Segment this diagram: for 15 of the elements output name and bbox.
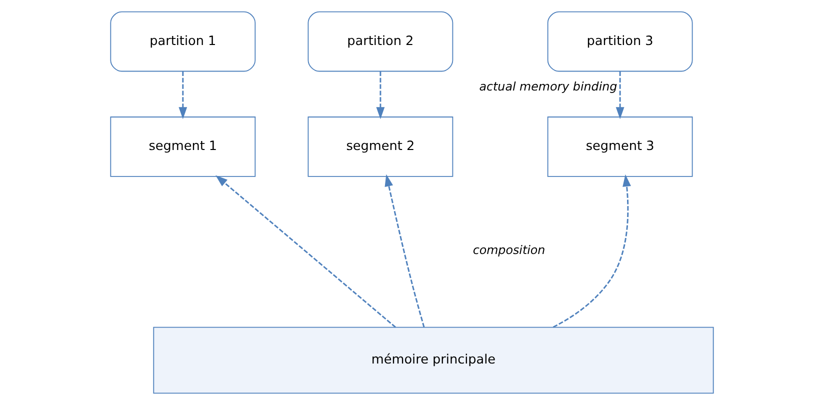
arrow [178,72,187,120]
arrow [552,174,630,328]
node-box: segment 3 [546,116,692,177]
arrow [215,175,396,328]
node-box: partition 2 [307,11,453,72]
arrow [615,72,624,120]
arrow [376,72,384,120]
arrow [384,174,424,328]
node-box: mémoire principale [152,326,714,394]
node-box: partition 3 [546,11,692,72]
label: composition [472,243,545,258]
edge-label: actual memory binding [478,79,617,94]
node-box: segment 2 [307,116,453,177]
node-box: segment 1 [110,116,256,177]
node-box: partition 1 [110,11,256,72]
